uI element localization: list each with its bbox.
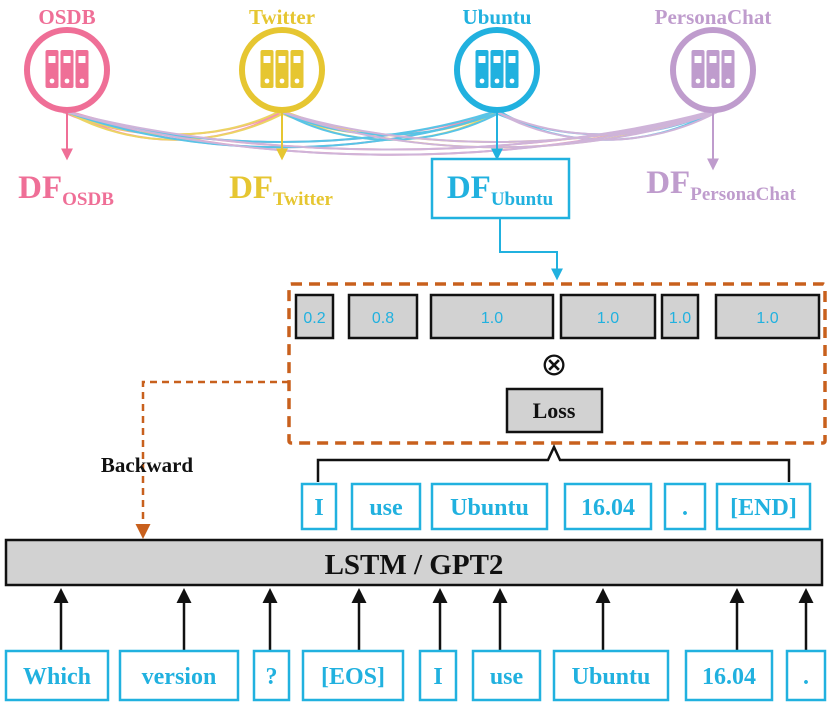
output-token: [END] (715, 482, 812, 531)
input-token: ? (252, 649, 291, 702)
flow-curve (496, 111, 718, 141)
input-token-text: ? (266, 664, 278, 690)
weight-cell: 1.0 (559, 293, 657, 340)
output-token-text: 16.04 (581, 495, 635, 521)
input-token-text: 16.04 (702, 664, 756, 690)
df-label: DFTwitter (229, 170, 333, 210)
input-token: . (785, 649, 827, 702)
output-token-text: [END] (730, 495, 797, 521)
backward-arrow (135, 380, 289, 539)
input-token-text: Which (23, 664, 91, 690)
dataset-title: Twitter (249, 5, 315, 29)
output-token: Ubuntu (430, 482, 549, 531)
df-label: DFOSDB (18, 170, 114, 210)
weight-value: 0.2 (303, 310, 325, 327)
output-token-text: . (682, 495, 688, 521)
dataset-title: Ubuntu (463, 5, 532, 29)
output-token: use (350, 482, 422, 531)
dataset-flow-curves (62, 111, 718, 156)
weight-value: 1.0 (597, 310, 619, 327)
weight-cell: 0.8 (347, 293, 419, 340)
flow-curve (496, 111, 710, 136)
df-to-weights-connector (499, 218, 563, 281)
df-ubuntu-box (430, 157, 571, 220)
loss-box (505, 387, 604, 434)
database-books-icon (454, 27, 540, 113)
weight-value: 0.8 (372, 310, 394, 327)
input-token-text: use (490, 664, 524, 690)
model-bar (4, 538, 824, 587)
database-books-icon (239, 27, 325, 113)
weight-cell: 0.2 (294, 293, 335, 340)
dataset-osdb: OSDB DFOSDB (18, 5, 114, 210)
database-books-icon (24, 27, 110, 113)
input-token: Which (4, 649, 110, 702)
loss-label: Loss (533, 398, 576, 423)
output-token-text: use (369, 495, 403, 521)
weight-value: 1.0 (481, 310, 503, 327)
backward-label: Backward (101, 453, 193, 477)
df-label: DFPersonaChat (646, 165, 796, 205)
input-arrows (53, 588, 814, 651)
circled-times-icon: ⊗ (541, 346, 568, 382)
output-token-text: I (314, 495, 323, 521)
weight-loss-box (287, 282, 827, 445)
dataset-title: OSDB (38, 5, 95, 29)
input-token: Ubuntu (552, 649, 670, 702)
input-token: [EOS] (301, 649, 405, 702)
output-brace (316, 444, 791, 482)
df-label: DFUbuntu (447, 170, 554, 210)
dataset-title: PersonaChat (655, 5, 772, 29)
weight-cells: 0.2 0.8 1.0 1.0 1.0 1.0 (294, 293, 821, 340)
input-token-text: version (142, 664, 217, 690)
model-label: LSTM / GPT2 (325, 549, 504, 581)
input-token-text: . (803, 664, 809, 690)
input-token-text: Ubuntu (572, 664, 651, 690)
output-token-text: Ubuntu (450, 495, 529, 521)
output-token: 16.04 (563, 482, 653, 531)
weight-cell: 1.0 (714, 293, 821, 340)
weight-value: 1.0 (756, 310, 778, 327)
input-token-text: [EOS] (321, 664, 385, 690)
input-token: 16.04 (684, 649, 774, 702)
output-token: I (300, 482, 338, 531)
weight-cell: 1.0 (660, 293, 700, 340)
input-token: version (118, 649, 240, 702)
database-books-icon (670, 27, 756, 113)
input-token-text: I (433, 664, 442, 690)
flow-curve (66, 111, 710, 151)
input-token: I (418, 649, 458, 702)
weight-cell: 1.0 (429, 293, 555, 340)
output-token: . (663, 482, 707, 531)
input-token: use (471, 649, 542, 702)
weight-value: 1.0 (669, 310, 691, 327)
